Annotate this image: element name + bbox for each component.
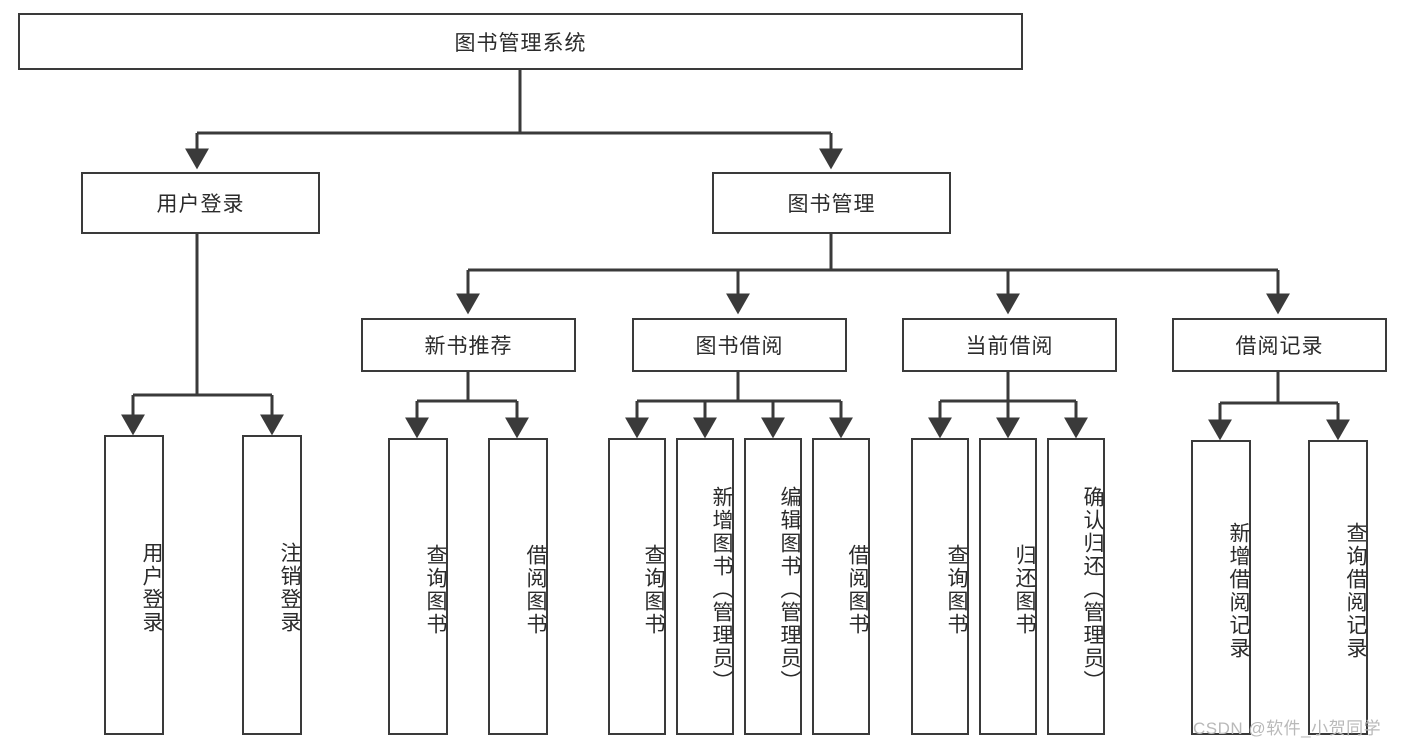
leaf-book-borrow-borrow-book[interactable]: 借阅图书 <box>812 438 870 735</box>
node-new-book-recommend[interactable]: 新书推荐 <box>361 318 576 372</box>
node-label: 编辑图书（管理员） <box>778 486 801 693</box>
node-label: 新书推荐 <box>424 335 513 358</box>
node-label: 查询图书 <box>642 543 665 636</box>
leaf-user-login-login[interactable]: 用户登录 <box>104 435 164 735</box>
node-book-management[interactable]: 图书管理 <box>712 172 951 234</box>
node-current-borrow[interactable]: 当前借阅 <box>902 318 1117 372</box>
node-label: 用户登录 <box>156 193 245 216</box>
leaf-book-borrow-edit-book-admin[interactable]: 编辑图书（管理员） <box>744 438 802 735</box>
leaf-new-book-borrow-book[interactable]: 借阅图书 <box>488 438 548 735</box>
node-book-borrow[interactable]: 图书借阅 <box>632 318 847 372</box>
node-label: 查询图书 <box>424 543 447 636</box>
leaf-book-borrow-query-book[interactable]: 查询图书 <box>608 438 666 735</box>
leaf-current-borrow-confirm-return-admin[interactable]: 确认归还（管理员） <box>1047 438 1105 735</box>
node-user-login[interactable]: 用户登录 <box>81 172 320 234</box>
node-label: 用户登录 <box>140 542 163 634</box>
node-label: 借阅图书 <box>846 543 869 636</box>
node-label: 新增借阅记录 <box>1227 521 1250 660</box>
node-root-book-management-system[interactable]: 图书管理系统 <box>18 13 1023 70</box>
leaf-borrow-record-query-record[interactable]: 查询借阅记录 <box>1308 440 1368 735</box>
node-label: 新增图书（管理员） <box>710 486 733 693</box>
node-label: 注销登录 <box>278 542 301 634</box>
leaf-user-login-logout[interactable]: 注销登录 <box>242 435 302 735</box>
node-label: 借阅记录 <box>1235 335 1324 358</box>
node-label: 确认归还（管理员） <box>1081 486 1104 693</box>
node-label: 图书管理 <box>787 193 876 216</box>
node-label: 查询借阅记录 <box>1344 521 1367 660</box>
node-label: 归还图书 <box>1013 543 1036 636</box>
node-borrow-record[interactable]: 借阅记录 <box>1172 318 1387 372</box>
csdn-watermark: CSDN @软件_小贺同学 <box>1193 719 1382 738</box>
node-label: 图书管理系统 <box>454 31 587 55</box>
leaf-book-borrow-add-book-admin[interactable]: 新增图书（管理员） <box>676 438 734 735</box>
node-label: 借阅图书 <box>524 543 547 636</box>
node-label: 当前借阅 <box>965 335 1054 358</box>
leaf-borrow-record-add-record[interactable]: 新增借阅记录 <box>1191 440 1251 735</box>
node-label: 查询图书 <box>945 543 968 636</box>
leaf-new-book-query-book[interactable]: 查询图书 <box>388 438 448 735</box>
leaf-current-borrow-query-book[interactable]: 查询图书 <box>911 438 969 735</box>
leaf-current-borrow-return-book[interactable]: 归还图书 <box>979 438 1037 735</box>
node-label: 图书借阅 <box>695 335 784 358</box>
